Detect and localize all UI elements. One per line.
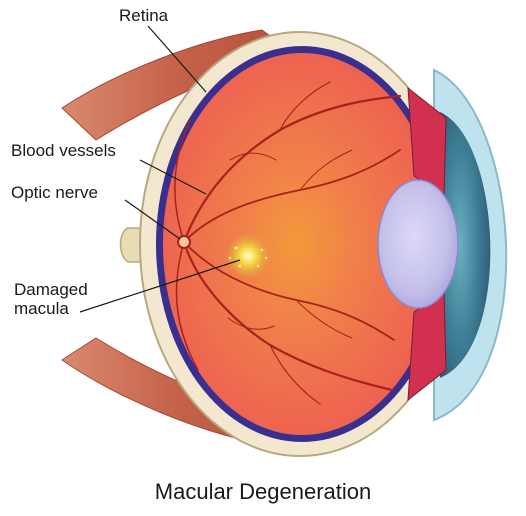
diagram-caption: Macular Degeneration bbox=[0, 479, 526, 505]
label-damaged: Damaged bbox=[14, 280, 88, 299]
lens bbox=[378, 180, 458, 308]
label-retina: Retina bbox=[119, 6, 168, 25]
damaged-macula bbox=[226, 234, 270, 278]
optic-disc bbox=[178, 236, 190, 248]
label-macula: macula bbox=[14, 299, 69, 318]
label-blood-vessels: Blood vessels bbox=[11, 141, 116, 160]
label-optic-nerve: Optic nerve bbox=[11, 183, 98, 202]
